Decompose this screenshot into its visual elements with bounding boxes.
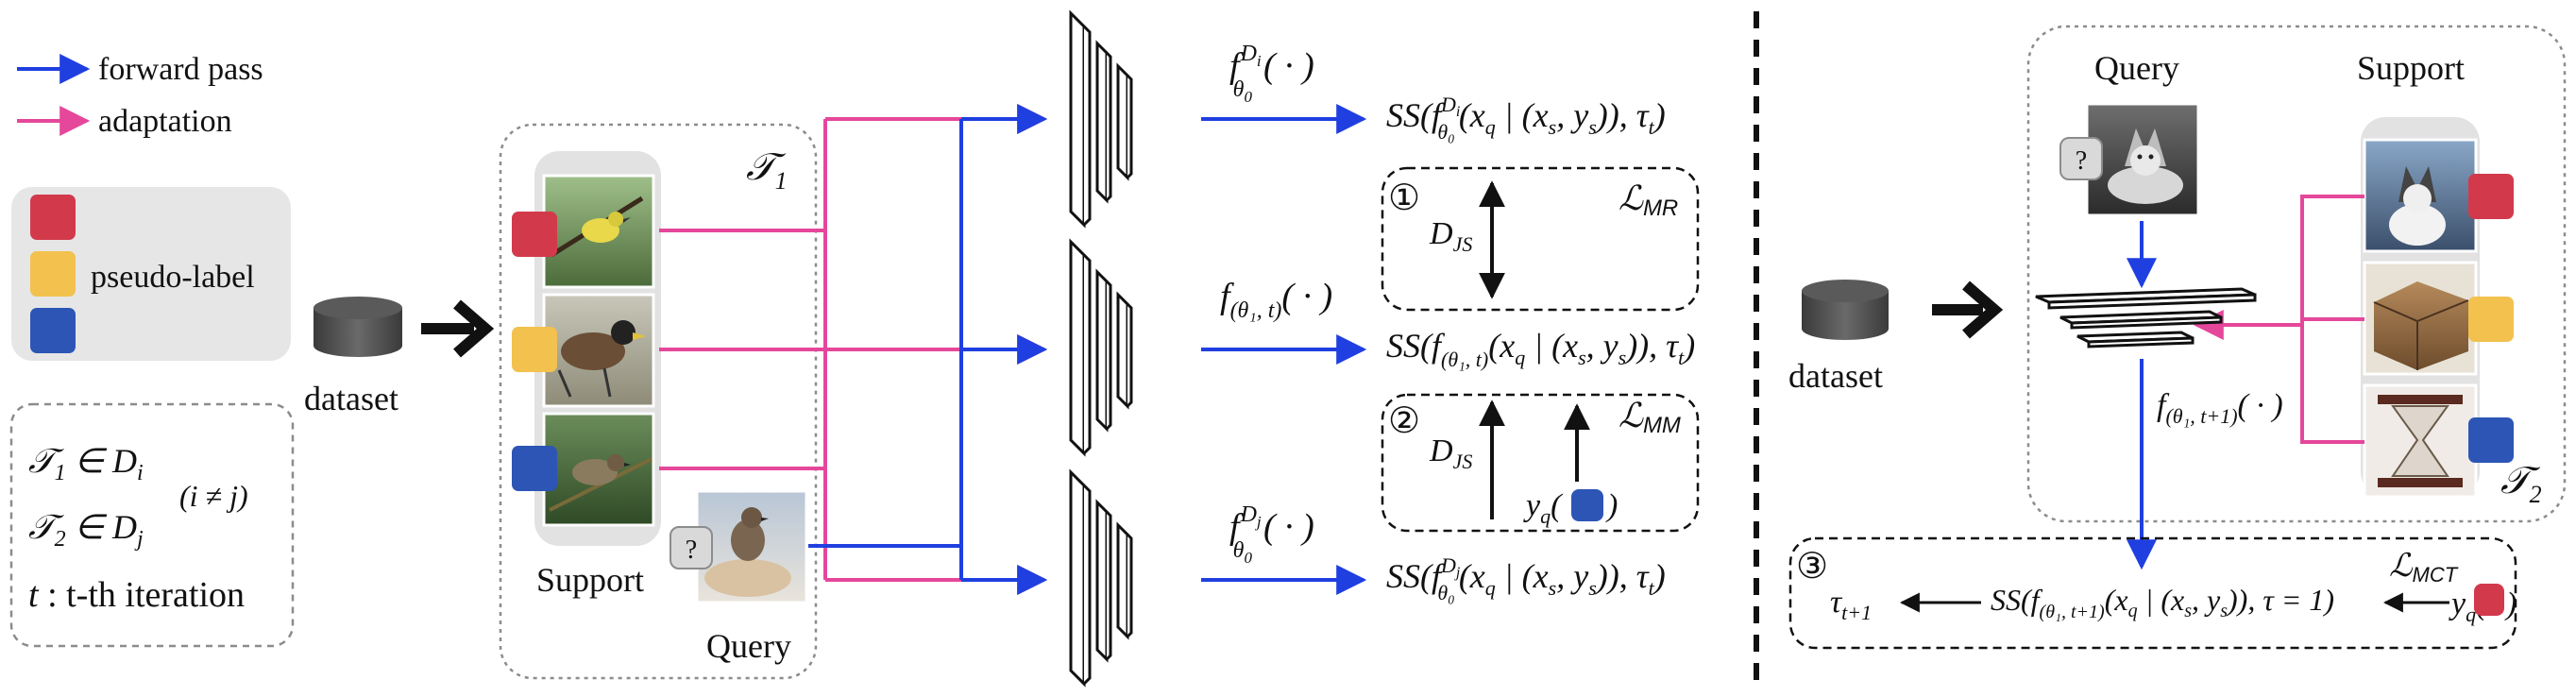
- condition-t2: 𝒯2 ∈ Dj: [28, 508, 144, 552]
- query-label: Query: [706, 627, 791, 665]
- support-label-red: [512, 212, 557, 257]
- legend-pseudo-label-label: pseudo-label: [91, 260, 255, 295]
- mct-yq-close: ): [2504, 586, 2517, 621]
- adaptation-connections: [659, 104, 1048, 595]
- t2-support-image-hourglass: [2363, 383, 2478, 499]
- support-label-blue: [512, 446, 557, 491]
- task-t2-symbol: 𝒯2: [2500, 459, 2542, 508]
- t2-support-label-red: [2468, 174, 2514, 219]
- t2-query-image-husky: [2085, 102, 2200, 217]
- dataset-right-arrowhead: [1962, 280, 2004, 339]
- loss-mm-djs: DJS: [1429, 434, 1472, 473]
- network-middle: [1069, 238, 1133, 457]
- pseudo-label-blue-swatch: [30, 308, 76, 353]
- dataset-to-task-arrowhead: [453, 299, 495, 358]
- legend-adaptation-label: adaptation: [98, 104, 232, 139]
- task-t2-box: Query Support 𝒯2 ?: [2026, 25, 2567, 523]
- loss-mm-yq-blue-label: [1571, 489, 1603, 521]
- loss-mr-djs: DJS: [1429, 216, 1472, 256]
- task-t1-symbol: 𝒯1: [746, 145, 788, 195]
- support-set-label: Support: [536, 561, 644, 599]
- t2-query-unknown-mark: ?: [2076, 146, 2087, 176]
- t2-support-image-husky: [2363, 138, 2478, 253]
- t2-query-label: Query: [2094, 49, 2179, 87]
- ss-formula-mct: SS(f(θ₁, t+1)(xq | (xs, ys)), τ = 1): [1991, 583, 2334, 622]
- condition-iteration: t : t-th iteration: [28, 575, 245, 615]
- dataset-right-label: dataset: [1788, 357, 1883, 395]
- t2-support-label-yellow: [2468, 297, 2514, 342]
- network-top: [1069, 9, 1133, 229]
- forward-connections: [808, 104, 1048, 595]
- database-icon: [314, 297, 402, 357]
- pseudo-label-red-swatch: [30, 195, 76, 240]
- support-image-myna: [542, 293, 655, 408]
- conditions-box: 𝒯1 ∈ Di 𝒯2 ∈ Dj (i ≠ j) t : t-th iterati…: [9, 402, 295, 648]
- step-3-marker: ③: [1796, 547, 1828, 586]
- support-image-sparrow: [542, 412, 655, 527]
- mct-yq-red-label: [2474, 584, 2504, 616]
- loss-mm-box: ② DJS yq( ) ℒMM: [1381, 393, 1700, 533]
- legend-forward-pass-label: forward pass: [98, 52, 263, 87]
- tau-next: τt+1: [1830, 585, 1872, 624]
- condition-t1: 𝒯1 ∈ Di: [28, 442, 144, 485]
- query-unknown-badge: [669, 526, 713, 570]
- t2-support-label-blue: [2468, 417, 2514, 463]
- loss-mm-yq: yq(: [1523, 488, 1564, 528]
- step-1-marker: ①: [1388, 178, 1420, 218]
- support-image-yellow-bird: [542, 174, 655, 289]
- task-t1-box: 𝒯1 Support: [499, 123, 818, 680]
- t2-query-unknown-badge: [2059, 137, 2103, 180]
- loss-mr-box: ① DJS ℒMR: [1381, 166, 1700, 312]
- t2-adaptation-bracket: [2300, 195, 2364, 444]
- query-image-bird: [695, 489, 808, 604]
- loss-mm-yq-close: ): [1605, 488, 1618, 523]
- loss-mct-label: ℒMCT: [2389, 549, 2459, 586]
- legend: forward pass adaptation pseudo-label: [11, 52, 291, 361]
- dataset-right: dataset: [1788, 280, 2004, 395]
- t2-support-image-crate: [2363, 261, 2478, 376]
- database-icon-right: [1802, 280, 1889, 340]
- pseudo-label-yellow-swatch: [30, 251, 76, 297]
- pseudo-label-panel: [11, 187, 291, 361]
- condition-inequality: (i ≠ j): [179, 479, 248, 513]
- function-middle-label: f(θ₁, t)( · ): [1220, 277, 1332, 323]
- dataset-left: dataset: [304, 297, 495, 417]
- support-label-yellow: [512, 327, 557, 372]
- network-bottom: [1069, 468, 1133, 688]
- dataset-left-label: dataset: [304, 380, 398, 417]
- ss-formula-middle: SS(f(θ₁, t)(xq | (xs, ys)), τt): [1386, 327, 1695, 371]
- loss-mr-label: ℒMR: [1618, 179, 1678, 221]
- step-2-marker: ②: [1388, 401, 1420, 441]
- query-unknown-mark: ?: [686, 536, 697, 565]
- t2-support-label: Support: [2357, 49, 2465, 87]
- t2-network: [2035, 287, 2257, 348]
- t2-function-label: f(θ₁, t+1)( · ): [2157, 388, 2283, 428]
- loss-mm-label: ℒMM: [1618, 397, 1681, 438]
- loss-mct-box: ③ ℒMCT τt+1 SS(f(θ₁, t+1)(xq | (xs, ys))…: [1788, 536, 2517, 650]
